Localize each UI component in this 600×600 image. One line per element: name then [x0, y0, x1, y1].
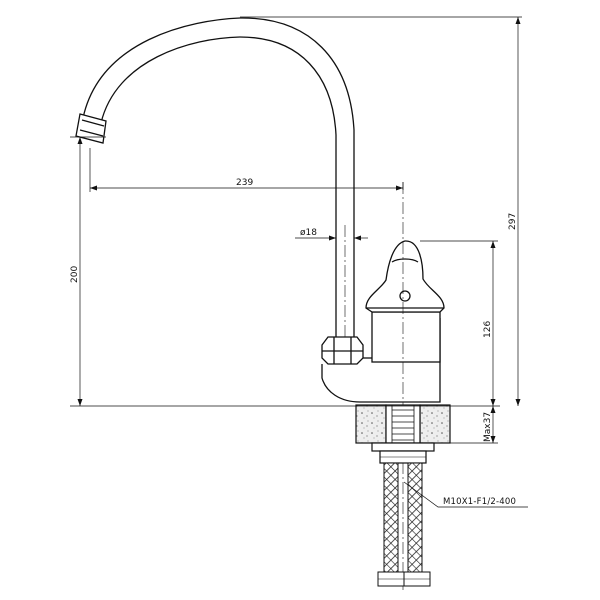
- center-lines: [344, 182, 404, 590]
- hose-callout-label: M10X1-F1/2-400: [443, 497, 516, 507]
- dim-label-297: 297: [508, 213, 518, 230]
- hose-leader: [403, 481, 528, 508]
- dim-label-max37: Max37: [483, 412, 493, 442]
- faucet-outline: [75, 17, 445, 403]
- mounting-deck: [355, 404, 451, 464]
- dim-label-200: 200: [70, 266, 80, 283]
- dim-label-126: 126: [483, 321, 493, 338]
- dimension-lines: [70, 16, 528, 508]
- dim-label-239: 239: [236, 178, 253, 188]
- dim-label-diameter: ø18: [300, 228, 317, 238]
- supply-hoses: [377, 462, 431, 587]
